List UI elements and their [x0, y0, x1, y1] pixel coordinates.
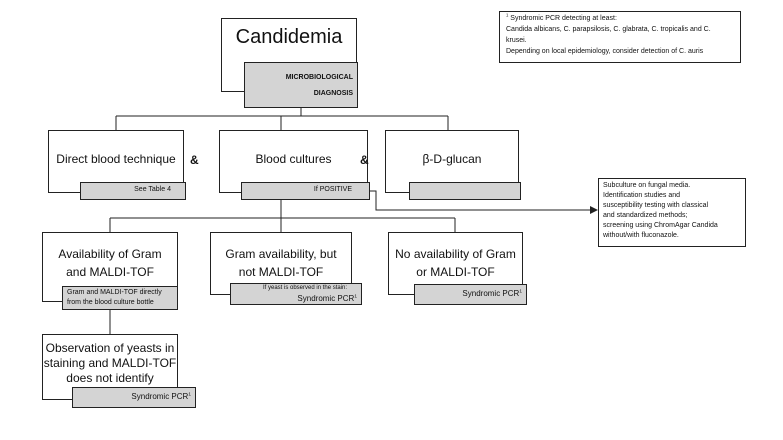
no-availability-tag-text: Syndromic PCR1 — [462, 289, 522, 298]
observation-line-2: staining and MALDI-TOF — [43, 356, 177, 370]
direct-blood-tag: See Table 4 — [80, 182, 186, 200]
gram-only-tag-line-2: Syndromic PCR1 — [297, 294, 357, 303]
footnote-line-4: Depending on local epidemiology, conside… — [506, 48, 704, 55]
footnote-box: 1 Syndromic PCR detecting at least: Cand… — [499, 11, 741, 63]
gram-only-line-1: Gram availability, but — [225, 247, 337, 261]
observation-line-3: does not identify — [66, 371, 154, 385]
gram-only-tag-line-1: If yeast is observed in the stain: — [263, 285, 348, 291]
no-availability-line-2: or MALDI-TOF — [416, 265, 495, 279]
beta-d-glucan-title: β-D-glucan — [422, 152, 482, 166]
subculture-line-2: Identification studies and — [603, 192, 681, 199]
subculture-line-4: and standardized methods; — [603, 212, 688, 219]
gram-maldi-tag-line-2: from the blood culture bottle — [67, 299, 154, 306]
if-positive-tag: If POSITIVE — [241, 182, 370, 200]
no-availability-line-1: No availability of Gram — [395, 247, 516, 261]
subculture-line-1: Subculture on fungal media. — [603, 182, 691, 189]
observation-tag-text: Syndromic PCR1 — [131, 392, 191, 401]
subculture-link-line — [370, 190, 590, 211]
footnote-line-3: krusei. — [506, 37, 527, 44]
subculture-line-5: screening using ChromAgar Candida — [603, 222, 718, 229]
gram-only-tag: If yeast is observed in the stain: Syndr… — [230, 283, 362, 305]
subculture-line-6: without/with fluconazole. — [603, 232, 679, 239]
beta-d-glucan-tag — [409, 182, 521, 200]
diagnosis-line-2: DIAGNOSIS — [313, 90, 353, 97]
gram-only-pcr-label: Syndromic PCR — [297, 294, 355, 303]
gram-only-footnote-marker: 1 — [354, 294, 357, 300]
observation-line-1: Observation of yeasts in — [45, 341, 175, 355]
microbiological-diagnosis-tag: MICROBIOLOGICAL DIAGNOSIS — [244, 62, 358, 108]
diagnosis-line-1: MICROBIOLOGICAL — [285, 74, 353, 81]
blood-cultures-title: Blood cultures — [255, 152, 332, 166]
gram-maldi-line-2: and MALDI-TOF — [66, 265, 154, 279]
candidemia-title: Candidemia — [235, 26, 343, 48]
subculture-line-3: susceptibility testing with classical — [603, 202, 709, 209]
no-availability-tag: Syndromic PCR1 — [414, 284, 527, 305]
footnote-line-1-text: Syndromic PCR detecting at least: — [510, 15, 617, 22]
if-positive-label: If POSITIVE — [313, 186, 352, 193]
direct-blood-title: Direct blood technique — [56, 152, 176, 166]
no-availability-pcr-label: Syndromic PCR — [462, 289, 520, 298]
subculture-arrow-head — [590, 206, 598, 214]
subculture-box: Subculture on fungal media. Identificati… — [598, 178, 746, 247]
see-table-label: See Table 4 — [134, 186, 171, 193]
gram-maldi-tag-line-1: Gram and MALDI-TOF directly — [67, 289, 162, 296]
gram-maldi-tag: Gram and MALDI-TOF directly from the blo… — [62, 286, 178, 310]
ampersand-1: & — [190, 153, 199, 167]
ampersand-2: & — [360, 153, 369, 167]
footnote-line-1: 1 Syndromic PCR detecting at least: — [506, 12, 617, 22]
observation-pcr-label: Syndromic PCR — [131, 392, 189, 401]
gram-maldi-line-1: Availability of Gram — [58, 247, 162, 261]
observation-footnote-marker: 1 — [188, 392, 191, 398]
gram-only-line-2: not MALDI-TOF — [238, 265, 324, 279]
no-availability-footnote-marker: 1 — [519, 289, 522, 295]
footnote-line-2: Candida albicans, C. parapsilosis, C. gl… — [506, 26, 711, 33]
footnote-marker: 1 — [506, 12, 509, 18]
observation-tag: Syndromic PCR1 — [72, 387, 196, 408]
